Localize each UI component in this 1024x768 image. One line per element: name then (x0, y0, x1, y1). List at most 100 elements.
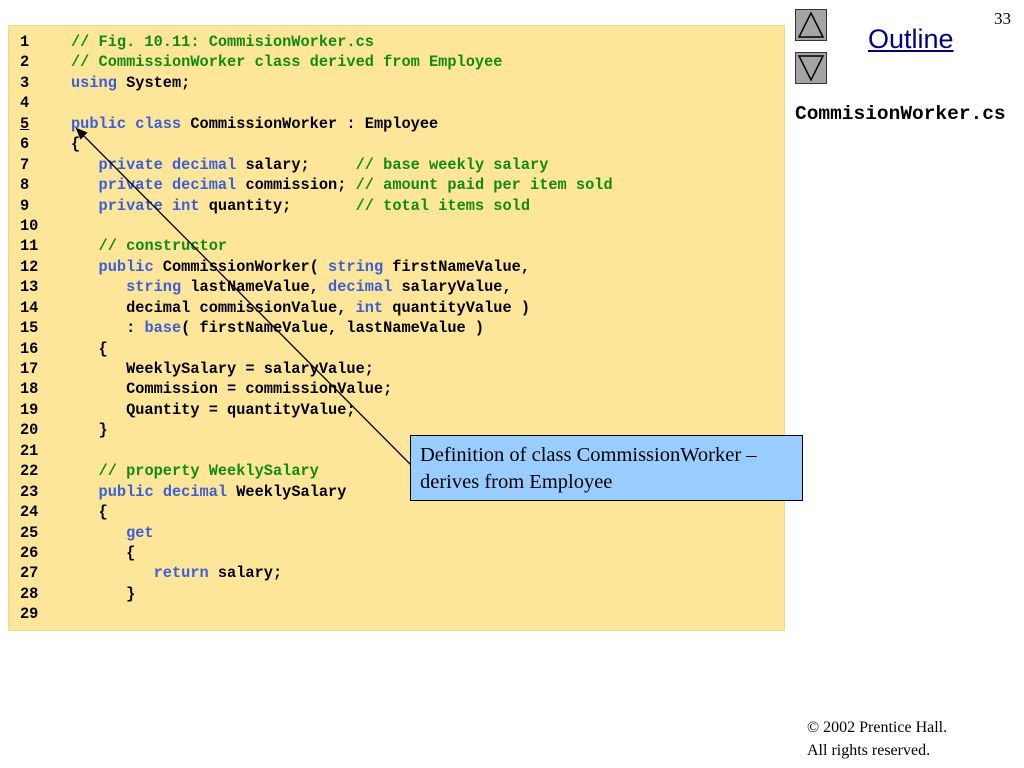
line-number: 20 (20, 421, 39, 440)
outline-link[interactable]: Outline (868, 24, 954, 54)
code-line: 1 // Fig. 10.11: CommisionWorker.cs (9, 32, 786, 52)
line-number: 16 (20, 339, 39, 358)
code-comment: // Fig. 10.11: CommisionWorker.cs (71, 33, 374, 51)
code-token: CommissionWorker( (153, 257, 329, 276)
code-token (71, 524, 126, 542)
code-keyword: decimal (172, 155, 237, 174)
code-token: { (71, 339, 108, 358)
code-keyword: decimal (328, 278, 393, 297)
code-token (71, 156, 99, 174)
code-token (71, 278, 126, 296)
code-token: quantityValue ) (383, 298, 530, 317)
previous-slide-button[interactable] (795, 9, 827, 41)
code-keyword: decimal (172, 176, 237, 195)
callout-box: Definition of class CommissionWorker – d… (410, 435, 803, 501)
code-line: 8 private decimal commission; // amount … (9, 175, 786, 195)
code-token (126, 115, 135, 133)
line-number: 17 (20, 360, 39, 378)
file-name-label: CommisionWorker.cs (795, 103, 1006, 125)
code-text: { (71, 502, 108, 522)
code-line: 10 (9, 216, 786, 236)
code-token (71, 564, 154, 582)
line-number: 13 (20, 278, 39, 297)
code-line: 2// CommissionWorker class derived from … (9, 52, 786, 72)
code-token (71, 258, 99, 276)
code-text: // CommissionWorker class derived from E… (71, 52, 502, 72)
code-text: public CommissionWorker( string firstNam… (71, 257, 530, 277)
code-text: } (71, 420, 108, 440)
code-keyword: int (355, 298, 384, 317)
code-token: { (71, 503, 108, 522)
code-text: Commission = commissionValue; (71, 379, 392, 399)
code-line: 17 WeeklySalary = salaryValue; (9, 359, 786, 379)
code-text: private decimal salary; // base weekly s… (71, 155, 549, 175)
code-line: 16 { (9, 339, 786, 359)
code-text: WeeklySalary = salaryValue; (71, 359, 374, 379)
code-token: salary; (236, 155, 356, 174)
code-line: 29 (9, 604, 786, 624)
code-line: 28 } (9, 584, 786, 604)
code-line: 7 private decimal salary; // base weekly… (9, 155, 786, 175)
code-line: 22 // property WeeklySalary (9, 461, 786, 481)
code-text: public class CommissionWorker : Employee (71, 114, 438, 134)
code-token: : (71, 319, 145, 338)
code-keyword: private (98, 196, 163, 215)
code-keyword: class (135, 114, 182, 133)
code-line: 18 Commission = commissionValue; (9, 379, 786, 399)
code-comment: // CommissionWorker class derived from E… (71, 53, 503, 72)
code-text: : base( firstNameValue, lastNameValue ) (71, 318, 484, 338)
copyright-line-1: © 2002 Prentice Hall. (807, 719, 948, 736)
line-number: 9 (20, 196, 30, 215)
line-number: 21 (20, 441, 39, 460)
code-line: 11 // constructor (9, 236, 786, 256)
copyright-line-2: All rights reserved. (807, 742, 931, 759)
line-number: 1 (20, 33, 30, 51)
code-keyword: string (328, 257, 384, 276)
code-token: } (71, 421, 108, 440)
code-token: Commission = commissionValue; (71, 380, 393, 399)
code-text: string lastNameValue, decimal salaryValu… (71, 277, 512, 297)
line-number: 24 (20, 503, 39, 522)
triangle-down-icon (797, 55, 825, 82)
line-number: 6 (20, 135, 30, 154)
line-number: 23 (20, 482, 39, 501)
line-number: 10 (20, 216, 39, 235)
code-text: public decimal WeeklySalary (71, 482, 347, 502)
code-text: decimal commissionValue, int quantityVal… (71, 298, 530, 318)
code-keyword: private (98, 176, 163, 195)
code-keyword: public (71, 114, 127, 133)
code-token: quantity; (199, 196, 356, 215)
code-token: CommissionWorker : Employee (181, 114, 439, 133)
code-text: // Fig. 10.11: CommisionWorker.cs (71, 32, 374, 52)
code-text: } (71, 584, 135, 604)
code-line: 5 public class CommissionWorker : Employe… (9, 114, 786, 134)
code-line: 6{ (9, 134, 786, 154)
code-keyword: string (126, 278, 182, 297)
line-number: 5 (20, 114, 30, 133)
code-token: } (71, 584, 136, 603)
next-slide-button[interactable] (795, 52, 827, 84)
line-number: 4 (20, 94, 30, 113)
code-token (163, 156, 172, 174)
code-text: { (71, 543, 135, 563)
line-number: 25 (20, 523, 39, 542)
line-number: 15 (20, 319, 39, 338)
code-line: 13 string lastNameValue, decimal salaryV… (9, 277, 786, 297)
code-line: 15 : base( firstNameValue, lastNameValue… (9, 318, 786, 338)
code-line: 26 { (9, 543, 786, 563)
code-token: System; (116, 73, 191, 92)
code-token (71, 237, 99, 255)
line-number: 3 (20, 73, 30, 92)
code-line: 12 public CommissionWorker( string first… (9, 257, 786, 277)
code-text: Quantity = quantityValue; (71, 400, 356, 420)
code-line: 14 decimal commissionValue, int quantity… (9, 298, 786, 318)
code-keyword: public (98, 257, 154, 276)
code-token (71, 197, 99, 215)
code-keyword: decimal (162, 482, 228, 501)
code-line: 21 (9, 441, 786, 461)
code-keyword: get (126, 523, 154, 542)
code-token (163, 197, 172, 215)
code-comment: // amount paid per item sold (355, 176, 613, 195)
code-keyword: using (71, 73, 117, 92)
